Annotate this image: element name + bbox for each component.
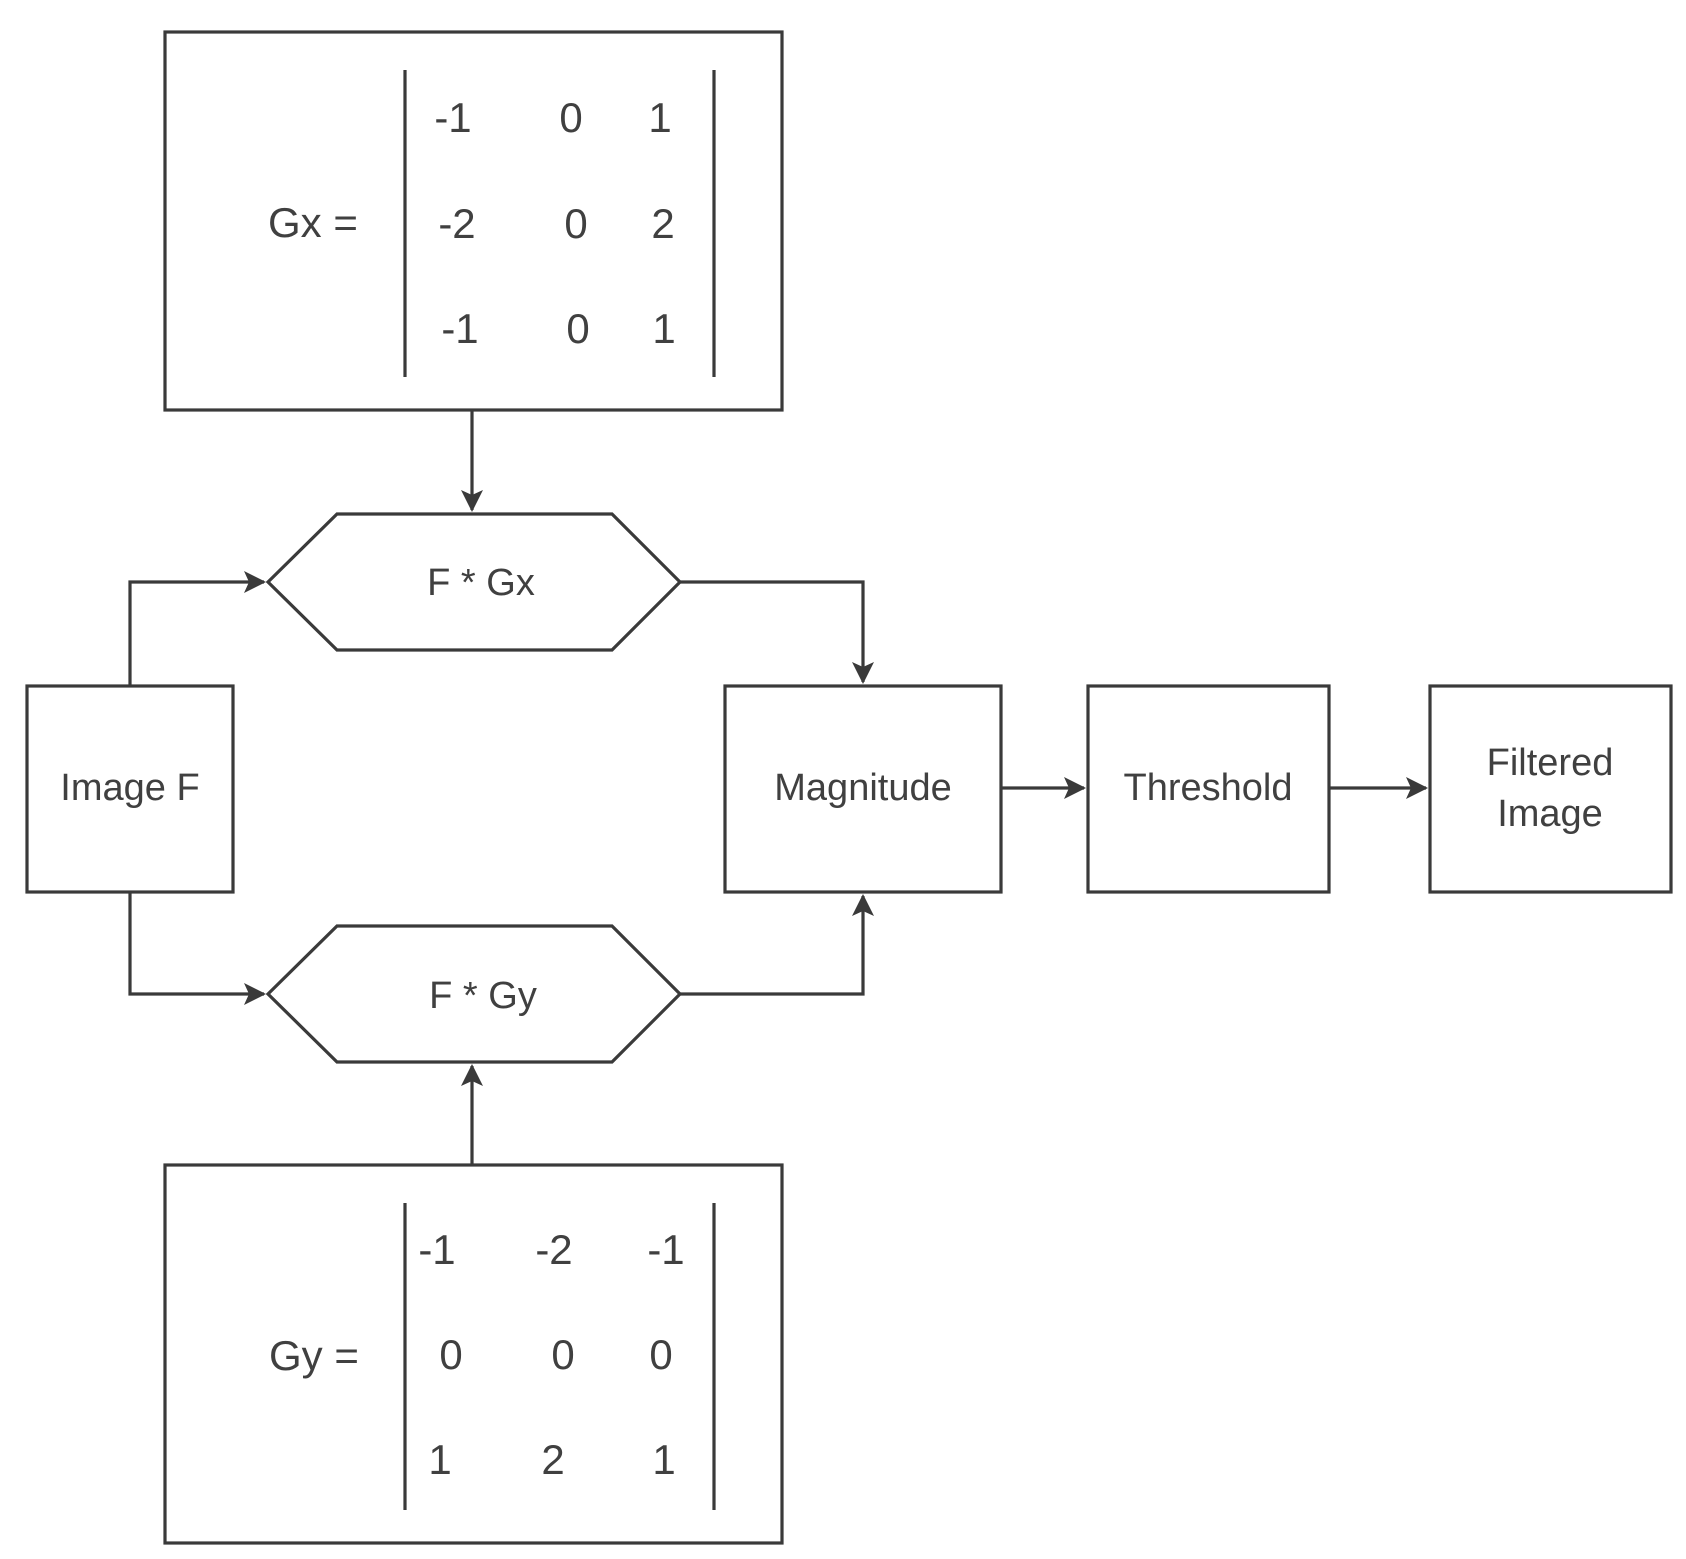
convolution-x-label: F * Gx	[427, 562, 535, 604]
gy-cell: 2	[541, 1436, 564, 1483]
gx-label: Gx =	[268, 199, 358, 246]
gx-cell: 0	[559, 94, 582, 141]
image-f-label: Image F	[60, 767, 199, 809]
gy-label: Gy =	[269, 1332, 359, 1379]
magnitude-label: Magnitude	[774, 767, 951, 809]
gx-cell: 0	[566, 305, 589, 352]
gy-cell: 1	[652, 1436, 675, 1483]
image-f-node: Image F	[25, 684, 235, 894]
filtered-image-label-line2: Image	[1497, 793, 1603, 835]
gy-cell: -2	[535, 1226, 572, 1273]
threshold-label: Threshold	[1124, 767, 1293, 809]
gx-cell: -1	[434, 94, 471, 141]
gx-cell: 2	[651, 200, 674, 247]
magnitude-node: Magnitude	[723, 684, 1003, 894]
arrow-image-to-convolution-x	[128, 571, 266, 686]
convolution-y-node: F * Gy	[265, 924, 683, 1064]
gx-kernel-box: Gx = -1 0 1 -2 0 2 -1 0 1	[163, 30, 784, 412]
filtered-image-label-line1: Filtered	[1487, 742, 1614, 784]
gy-cell: 0	[439, 1331, 462, 1378]
threshold-node: Threshold	[1086, 684, 1331, 894]
arrow-convolution-x-to-magnitude	[680, 580, 874, 684]
gx-cell: 1	[652, 305, 675, 352]
gy-cell: -1	[418, 1226, 455, 1273]
gx-cell: -1	[441, 305, 478, 352]
arrow-convolution-y-to-magnitude	[680, 894, 874, 996]
gy-cell: 0	[649, 1331, 672, 1378]
gy-cell: 1	[428, 1436, 451, 1483]
convolution-x-node: F * Gx	[265, 512, 683, 652]
gy-cell: 0	[551, 1331, 574, 1378]
gx-cell: 1	[648, 94, 671, 141]
convolution-y-label: F * Gy	[429, 975, 537, 1017]
arrow-image-to-convolution-y	[128, 892, 266, 1005]
gy-kernel-box: Gy = -1 -2 -1 0 0 0 1 2 1	[163, 1163, 784, 1545]
gx-cell: -2	[438, 200, 475, 247]
gx-cell: 0	[564, 200, 587, 247]
filtered-image-node: Filtered Image	[1428, 684, 1673, 894]
gy-cell: -1	[647, 1226, 684, 1273]
